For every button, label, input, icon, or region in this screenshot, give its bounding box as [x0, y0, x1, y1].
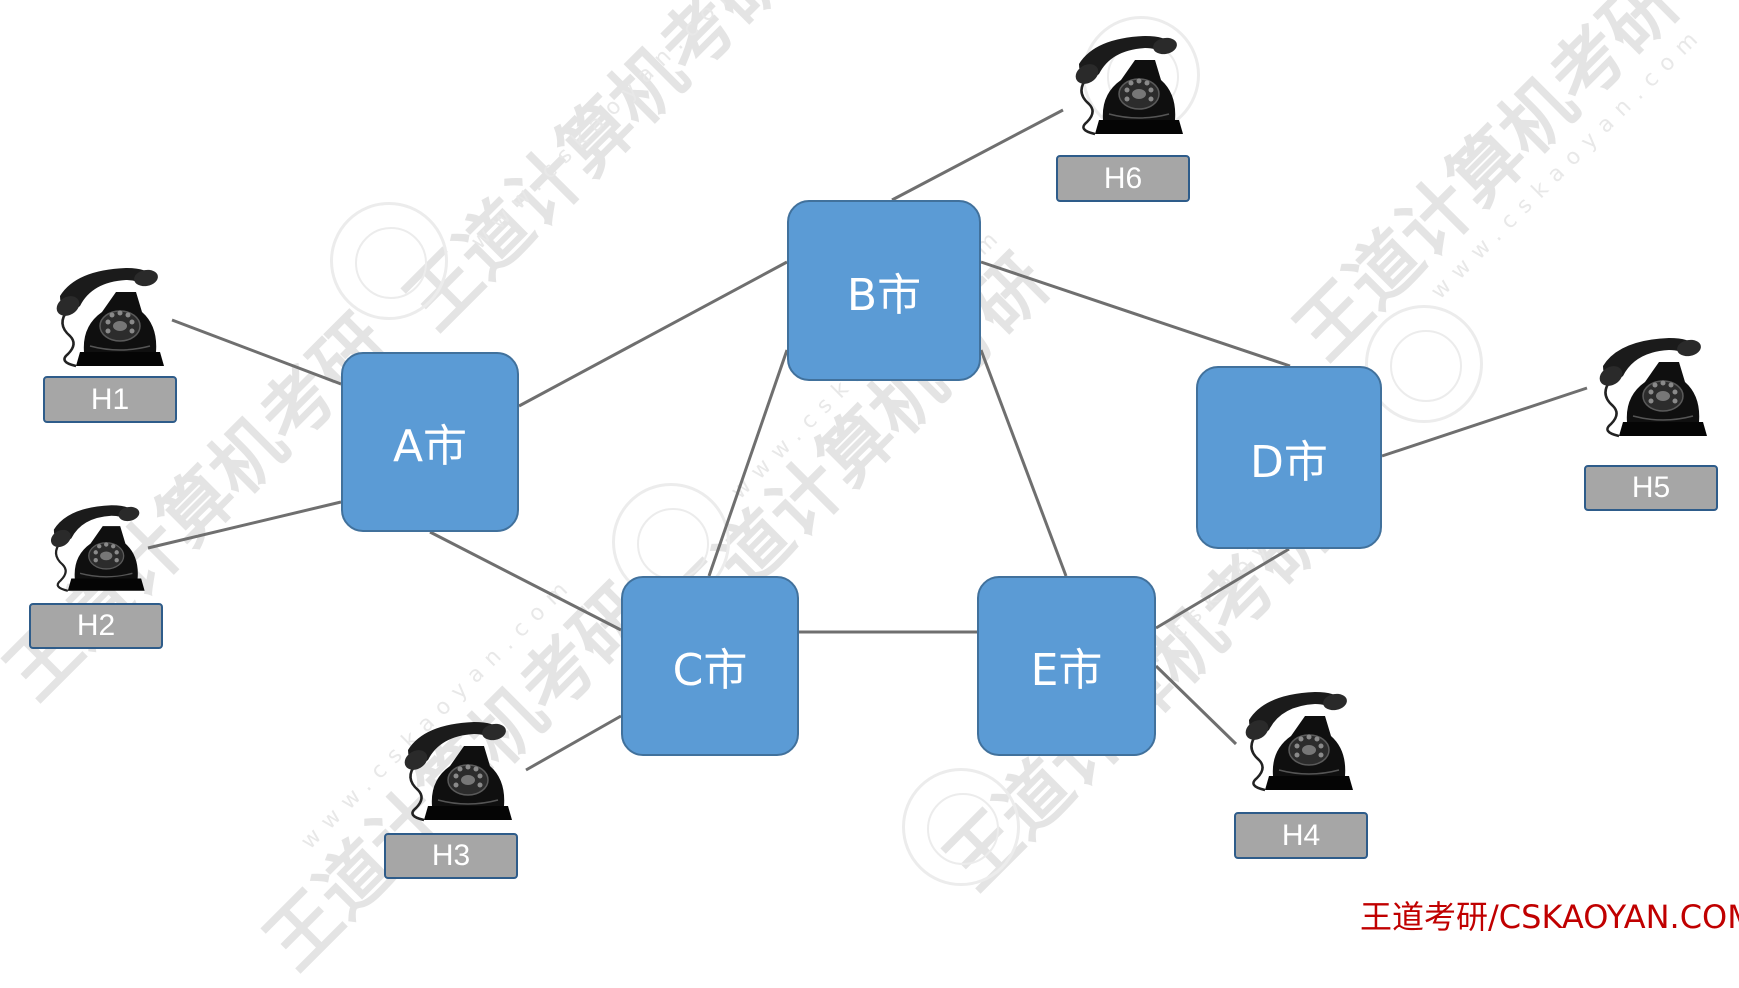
- link-h4-e: [1154, 664, 1238, 746]
- link-h1-a: [171, 318, 342, 386]
- city-node-c: C市: [621, 576, 799, 756]
- host-label-h4: H4: [1234, 812, 1368, 859]
- footer-watermark: 王道考研/CSKAOYAN.COM: [1360, 898, 1739, 936]
- telephone-icon: [1240, 690, 1355, 792]
- telephone-icon: [51, 266, 166, 368]
- link-b-c: [707, 349, 789, 577]
- host-label-h3: H3: [384, 833, 518, 879]
- telephone-icon: [1594, 336, 1709, 438]
- link-h6-b: [891, 108, 1064, 202]
- link-b-d: [980, 260, 1291, 368]
- host-label-h6: H6: [1056, 155, 1190, 202]
- link-h5-d: [1381, 386, 1588, 458]
- host-label-h5: H5: [1584, 465, 1718, 511]
- link-a-c: [429, 530, 622, 632]
- city-label: B市: [846, 269, 922, 321]
- city-node-b: B市: [787, 200, 981, 381]
- link-a-b: [518, 260, 788, 408]
- link-b-e: [979, 349, 1068, 577]
- network-links: [147, 108, 1588, 772]
- telephone-icon: [46, 504, 146, 592]
- host-label-h2: H2: [29, 603, 163, 649]
- city-node-a: A市: [341, 352, 519, 532]
- link-d-e: [1155, 547, 1290, 630]
- city-node-e: E市: [977, 576, 1156, 756]
- telephone-icon: [399, 720, 514, 822]
- city-label: A市: [392, 421, 468, 472]
- link-h2-a: [147, 500, 342, 550]
- city-label: E市: [1030, 645, 1103, 696]
- city-node-d: D市: [1196, 366, 1382, 549]
- host-label-h1: H1: [43, 376, 177, 423]
- link-h3-c: [525, 714, 622, 772]
- city-label: D市: [1250, 436, 1328, 488]
- city-label: C市: [672, 645, 748, 696]
- telephone-icon: [1070, 34, 1185, 136]
